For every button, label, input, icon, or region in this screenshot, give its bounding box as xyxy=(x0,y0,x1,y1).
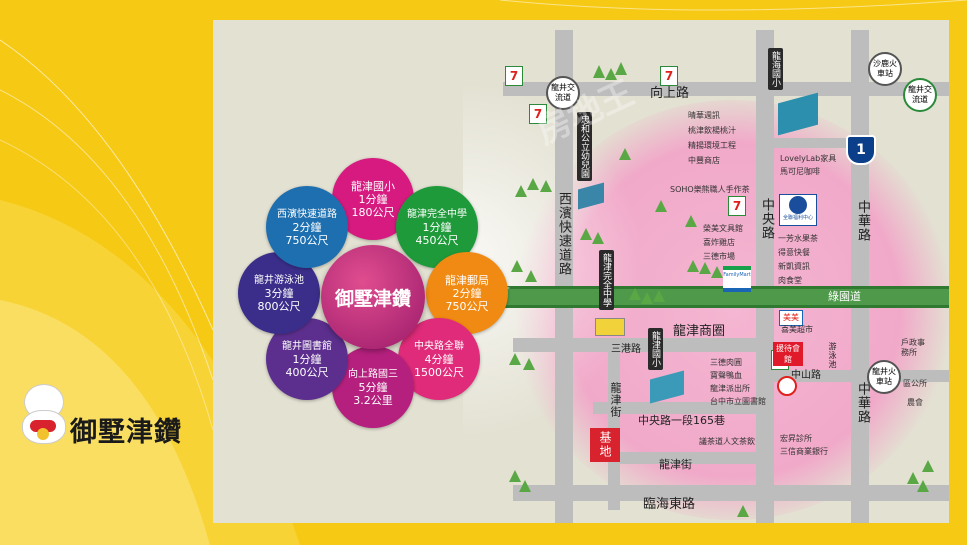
area-label: 龍津商圈 xyxy=(673,324,726,339)
seven-eleven-icon: 7 xyxy=(505,66,523,86)
shop-top-2: 桃津飲楊桃汁 xyxy=(688,126,736,135)
shop-bottom: 議茶道人文茶飲 xyxy=(699,437,755,446)
label-xiangshang: 向上路 xyxy=(650,86,690,101)
brand-name: 御墅津鑽 xyxy=(70,417,182,448)
label-zhonghua-top: 中華路 xyxy=(855,200,870,242)
road-sangang xyxy=(513,338,763,352)
station-longjing-interchange-2: 龍井交流道 xyxy=(903,78,937,112)
road-upper-right xyxy=(773,138,873,148)
shop-far-right-1: 戶政事務所 xyxy=(901,338,925,357)
station-shalu: 沙鹿火車站 xyxy=(868,52,902,86)
shops-top: 晴華週訊 桃津飲楊桃汁 精揚環境工程 中豐商店 xyxy=(688,108,736,168)
road-xibin xyxy=(555,30,573,523)
shops-right-top: LovelyLab家具 馬可尼咖啡 xyxy=(780,152,836,178)
road-zhongyang-165 xyxy=(593,402,763,414)
shop-r-3: 新凱資訊 xyxy=(778,262,810,271)
shops-right: 一芳水果茶 得意快餐 新凱資訊 肉食堂 xyxy=(778,232,818,288)
shop-rt-2: 馬可尼咖啡 xyxy=(780,167,820,176)
shop-soho: SOHO樂熊職人手作茶 xyxy=(670,185,750,194)
arrow xyxy=(470,266,570,310)
seven-eleven-icon: 7 xyxy=(728,196,746,216)
shop-far-right-2: 區公所 xyxy=(903,379,927,388)
label-zhonghua-bottom: 中華路 xyxy=(855,382,870,424)
shop-br-2: 三信商業銀行 xyxy=(780,447,828,456)
pool-tag: 游泳池 xyxy=(828,342,837,369)
px-mart-logo-icon xyxy=(789,196,807,214)
shop-mid-2: 喜炸雞店 xyxy=(703,238,735,247)
road-zhongshan xyxy=(773,370,949,382)
shop-rt-1: LovelyLab家具 xyxy=(780,154,837,163)
label-longjin-h: 龍津街 xyxy=(659,458,692,471)
mart-name: 喜美超市 xyxy=(781,325,813,334)
site-marker: 基地 xyxy=(590,428,620,462)
shops-mid: 榮美文具館 喜炸雞店 三德市場 xyxy=(703,222,743,264)
tag-longjin-elem: 龍津國小 xyxy=(648,328,663,370)
road-longjin-h xyxy=(608,452,768,464)
road-zhongyang xyxy=(756,30,774,523)
familymart-icon: FamilyMart xyxy=(723,266,751,292)
station-longjing-train: 龍井火車站 xyxy=(867,360,901,394)
label-lvyuan: 綠園道 xyxy=(828,290,861,303)
shops-bottom-right: 宏昇診所 三信商業銀行 xyxy=(780,432,828,458)
shops-lower: 三德肉圓 寶聲鴨血 龍津派出所 台中市立圖書館 xyxy=(710,356,766,408)
shop-r-1: 一芳水果茶 xyxy=(778,234,818,243)
bank-icon xyxy=(777,376,797,396)
label-zhongyang: 中央路 xyxy=(759,198,774,240)
shop-r-4: 肉食堂 xyxy=(778,276,802,285)
seven-eleven-icon: 7 xyxy=(660,66,678,86)
shop-r-2: 得意快餐 xyxy=(778,248,810,257)
shop-top-4: 中豐商店 xyxy=(688,156,720,165)
shop-l-3: 龍津派出所 xyxy=(710,384,750,393)
label-linhai: 臨海東路 xyxy=(643,497,696,512)
road-xiangshang xyxy=(503,82,949,96)
px-mart-label: 全聯福利中心 xyxy=(782,215,813,221)
tag-zhonghe: 忠和公立幼兒園 xyxy=(577,112,592,181)
tag-longjin-high: 龍津完全中學 xyxy=(599,250,614,310)
school-icon xyxy=(595,318,625,336)
shop-mid-1: 榮美文具館 xyxy=(703,224,743,233)
shop-l-4: 台中市立圖書館 xyxy=(710,397,766,406)
lucky-cat-icon xyxy=(18,380,68,444)
shop-br-1: 宏昇診所 xyxy=(780,434,812,443)
shop-far-right-3: 農會 xyxy=(907,398,923,407)
road-linhai xyxy=(513,485,949,501)
highway-badge: 1 xyxy=(846,135,876,165)
label-sangang: 三港路 xyxy=(611,344,641,355)
map-panel: 向上路 西濱快速道路 中央路 中華路 中華路 綠園道 三港路 中央路一段165巷… xyxy=(213,20,949,523)
label-longjin-v: 龍津街 xyxy=(609,382,622,418)
station-longjing-interchange: 龍井交流道 xyxy=(546,76,580,110)
police-tag: 援待會館 xyxy=(773,342,803,366)
seven-eleven-icon: 7 xyxy=(529,104,547,124)
px-mart-icon: 全聯福利中心 xyxy=(779,194,817,226)
label-zhongyang-165: 中央路一段165巷 xyxy=(638,414,725,427)
shop-top-3: 精揚環境工程 xyxy=(688,141,736,150)
mart-logo: 美美 xyxy=(779,310,803,326)
trees xyxy=(509,62,934,517)
shop-top-1: 晴華週訊 xyxy=(688,111,720,120)
label-xibin: 西濱快速道路 xyxy=(556,192,571,276)
label-zhongshan: 中山路 xyxy=(791,370,821,381)
shop-l-1: 三德肉圓 xyxy=(710,358,742,367)
shop-mid-3: 三德市場 xyxy=(703,252,735,261)
brand-logo: 御墅津鑽 xyxy=(18,380,208,460)
tag-longhai: 龍海國小 xyxy=(768,48,783,90)
shop-l-2: 寶聲鴨血 xyxy=(710,371,742,380)
